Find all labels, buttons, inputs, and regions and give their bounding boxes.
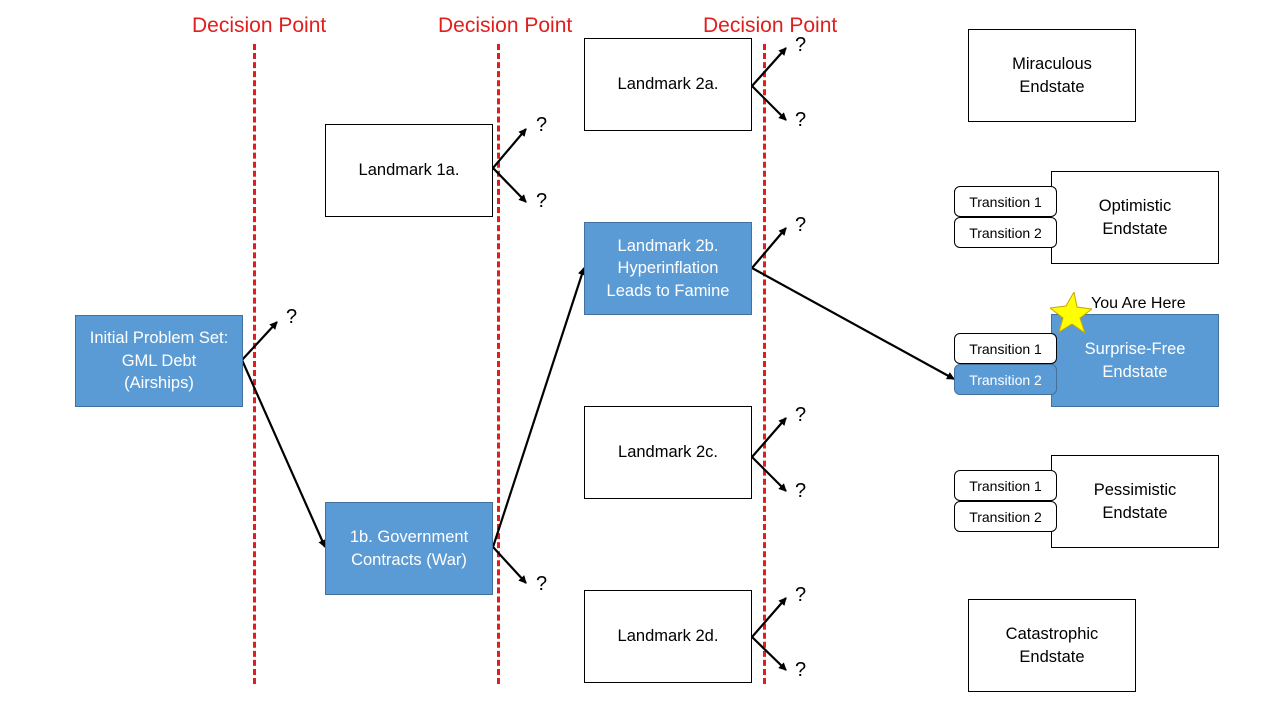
unknown-marker-2b-up: ?: [795, 214, 807, 236]
landmark-1b-text: 1b. Government Contracts (War): [349, 528, 469, 569]
arrow-2b-to-surprise-free: [751, 267, 955, 380]
decision-line-1: [253, 44, 256, 684]
initial-problem-set-node: Initial Problem Set: GML Debt (Airships): [75, 315, 243, 407]
pessimistic-endstate-text: Pessimistic Endstate: [1093, 481, 1177, 522]
arrow-initial-to-1b: [240, 359, 327, 548]
arrow-1b-down: [492, 546, 527, 584]
landmark-1a-text: Landmark 1a.: [358, 161, 460, 180]
surprise-free-transition-2: Transition 2: [954, 364, 1057, 395]
catastrophic-endstate-text: Catastrophic Endstate: [1005, 625, 1099, 666]
decision-line-3: [763, 44, 766, 684]
you-are-here-label: You Are Here: [1091, 295, 1186, 312]
decision-point-label-3: Decision Point: [703, 14, 838, 37]
landmark-2c-text: Landmark 2c.: [618, 443, 718, 462]
landmark-1b-node: 1b. Government Contracts (War): [325, 502, 493, 595]
unknown-marker-2c-down: ?: [795, 480, 807, 502]
initial-problem-set-text: Initial Problem Set: GML Debt (Airships): [89, 329, 229, 393]
unknown-marker-2d-up: ?: [795, 584, 807, 606]
landmark-2d-node: Landmark 2d.: [584, 590, 752, 683]
unknown-marker-1b-down: ?: [536, 573, 548, 595]
unknown-marker-2c-up: ?: [795, 404, 807, 426]
arrow-1b-to-2b: [491, 267, 586, 548]
optimistic-transition-1: Transition 1: [954, 186, 1057, 217]
unknown-marker-2d-down: ?: [795, 659, 807, 681]
landmark-2a-text: Landmark 2a.: [617, 75, 719, 94]
landmark-2b-node: Landmark 2b. Hyperinflation Leads to Fam…: [584, 222, 752, 315]
unknown-marker-initial: ?: [286, 306, 298, 328]
arrow-1a-up: [492, 128, 527, 169]
arrow-2b-up: [751, 227, 787, 269]
miraculous-endstate-node: Miraculous Endstate: [968, 29, 1136, 122]
landmark-2c-node: Landmark 2c.: [584, 406, 752, 499]
landmark-1a-node: Landmark 1a.: [325, 124, 493, 217]
unknown-marker-1a-up: ?: [536, 114, 548, 136]
decision-point-label-1: Decision Point: [192, 14, 327, 37]
miraculous-endstate-text: Miraculous Endstate: [1012, 55, 1092, 96]
arrow-2c-up: [751, 417, 787, 458]
decision-line-2: [497, 44, 500, 684]
arrow-initial-up: [241, 321, 278, 361]
pessimistic-transition-2: Transition 2: [954, 501, 1057, 532]
pessimistic-endstate-node: Pessimistic Endstate: [1051, 455, 1219, 548]
unknown-marker-2a-up: ?: [795, 34, 807, 56]
arrow-2d-down: [751, 636, 787, 671]
arrow-1a-down: [492, 167, 527, 203]
unknown-marker-1a-down: ?: [536, 190, 548, 212]
arrow-2a-up: [751, 47, 787, 87]
optimistic-endstate-text: Optimistic Endstate: [1098, 197, 1172, 238]
surprise-free-endstate-node: Surprise-Free Endstate: [1051, 314, 1219, 407]
pessimistic-transition-1: Transition 1: [954, 470, 1057, 501]
unknown-marker-2a-down: ?: [795, 109, 807, 131]
arrow-2d-up: [751, 597, 787, 638]
landmark-2b-text: Landmark 2b. Hyperinflation Leads to Fam…: [606, 236, 730, 300]
you-are-here-star-icon: [1050, 292, 1092, 334]
surprise-free-transition-1: Transition 1: [954, 333, 1057, 364]
optimistic-endstate-node: Optimistic Endstate: [1051, 171, 1219, 264]
catastrophic-endstate-node: Catastrophic Endstate: [968, 599, 1136, 692]
landmark-2a-node: Landmark 2a.: [584, 38, 752, 131]
decision-point-label-2: Decision Point: [438, 14, 573, 37]
optimistic-transition-2: Transition 2: [954, 217, 1057, 248]
arrow-2a-down: [751, 85, 787, 121]
arrow-2c-down: [751, 456, 787, 492]
landmark-2d-text: Landmark 2d.: [617, 627, 719, 646]
surprise-free-endstate-text: Surprise-Free Endstate: [1084, 340, 1186, 381]
